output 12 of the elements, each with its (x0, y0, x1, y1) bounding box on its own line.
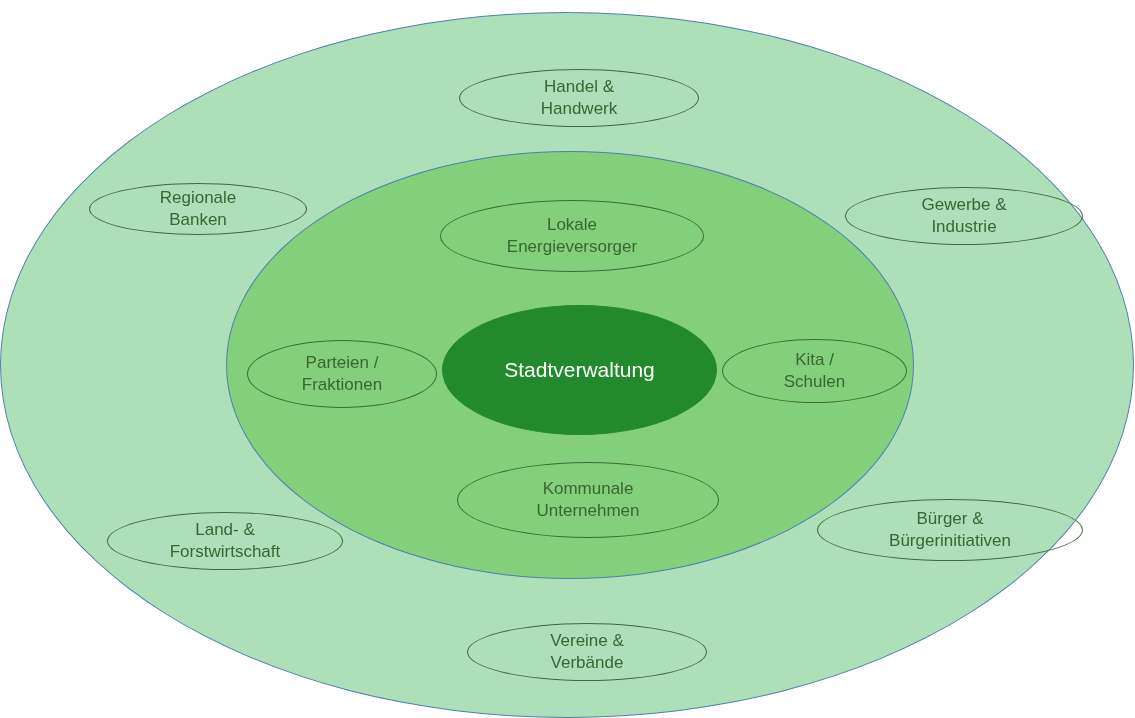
node-label: Stadtverwaltung (503, 357, 656, 384)
node-label: Land- & Forstwirtschaft (168, 518, 282, 563)
node-label: Vereine & Verbände (549, 629, 625, 674)
node-label: Parteien / Fraktionen (300, 351, 384, 396)
outer-ring (0, 12, 1134, 718)
node-label: Lokale Energieversorger (505, 213, 639, 258)
node-label: Handel & Handwerk (539, 75, 619, 120)
node-label: Bürger & Bürgerinitiativen (888, 507, 1012, 552)
node-label: Kommunale Unternehmen (535, 477, 641, 522)
node-label: Gewerbe & Industrie (920, 193, 1008, 238)
node-label: Kita / Schulen (782, 348, 847, 393)
node-label: Regionale Banken (158, 186, 238, 231)
